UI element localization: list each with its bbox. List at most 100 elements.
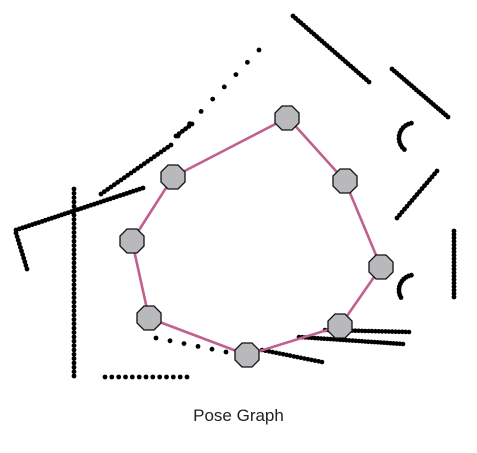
landmark-point	[16, 241, 22, 247]
landmark-point	[451, 232, 457, 237]
landmark-point	[451, 242, 457, 248]
landmark-point	[71, 208, 77, 214]
landmark-point	[298, 355, 304, 361]
landmark-point	[266, 349, 272, 354]
landmark-point	[287, 353, 293, 358]
landmark-point	[451, 252, 457, 258]
landmark-point	[373, 328, 378, 334]
landmark-point	[24, 266, 30, 272]
landmark-point	[209, 346, 215, 352]
landmark-point	[400, 329, 405, 335]
landmark-point	[451, 277, 457, 282]
landmark-point	[71, 347, 77, 353]
landmark-point	[352, 328, 358, 334]
landmark-point	[170, 374, 176, 380]
landmark-point	[356, 328, 361, 334]
landmark-point	[312, 358, 318, 363]
landmark-point	[451, 235, 457, 241]
landmark-point	[451, 256, 457, 262]
landmark-point	[233, 72, 239, 77]
landmark-point	[451, 270, 457, 276]
odometry-edge	[147, 316, 249, 357]
landmark-point	[102, 374, 108, 380]
landmark-point	[167, 338, 173, 344]
landmark-point	[21, 255, 27, 261]
landmark-point	[71, 373, 77, 379]
landmark-point	[71, 360, 77, 366]
landmark-point	[157, 374, 163, 380]
landmark-point	[198, 109, 204, 114]
landmark-point	[105, 186, 111, 192]
landmark-point	[393, 329, 398, 335]
landmark-point	[23, 263, 29, 268]
landmark-point	[125, 172, 131, 178]
landmark-point	[164, 374, 169, 380]
landmark-point	[451, 287, 457, 293]
landmark-point	[14, 234, 20, 240]
landmark-point	[302, 356, 307, 361]
landmark-point	[445, 114, 451, 120]
landmark-point	[71, 282, 77, 288]
landmark-point	[402, 147, 407, 152]
landmark-point	[210, 96, 216, 102]
landmark-point	[71, 338, 77, 344]
landmark-point	[400, 341, 406, 347]
landmark-point	[71, 325, 77, 331]
odometry-edge	[288, 118, 347, 183]
landmark-point	[270, 349, 275, 355]
pose-node-pose-5	[234, 342, 260, 368]
landmark-point	[451, 228, 457, 234]
landmark-point	[184, 374, 190, 380]
landmark-point	[71, 273, 77, 279]
landmark-point	[150, 374, 156, 380]
landmark-point	[115, 179, 121, 185]
landmark-point	[129, 374, 135, 380]
landmark-point	[316, 359, 321, 364]
landmark-point	[123, 374, 128, 380]
landmark-point	[386, 329, 392, 334]
landmark-point	[383, 329, 388, 334]
landmark-point	[71, 199, 77, 205]
figure-caption: Pose Graph	[193, 406, 284, 425]
landmark-point	[71, 269, 77, 274]
landmark-point	[153, 335, 159, 341]
landmark-point	[309, 357, 314, 363]
landmark-point	[71, 351, 77, 357]
landmark-point	[295, 354, 300, 360]
landmark-point	[305, 356, 311, 362]
landmark-point	[71, 369, 77, 375]
landmark-points	[13, 13, 457, 380]
landmark-point	[71, 225, 77, 231]
landmark-point	[71, 330, 77, 335]
landmark-point	[71, 277, 77, 283]
landmark-point	[135, 165, 141, 171]
landmark-point	[98, 191, 104, 197]
landmark-point	[366, 79, 372, 85]
pose-node-pose-8	[332, 168, 358, 194]
landmark-point	[398, 295, 404, 300]
landmark-point	[71, 312, 77, 318]
landmark-point	[451, 273, 457, 279]
landmark-point	[291, 354, 297, 359]
landmark-point	[71, 317, 77, 322]
landmark-point	[376, 329, 382, 334]
landmark-point	[71, 364, 77, 370]
landmark-point	[434, 168, 440, 174]
landmark-point	[143, 374, 149, 380]
landmark-point	[71, 343, 77, 348]
landmark-point	[189, 121, 195, 127]
landmark-point	[165, 144, 171, 150]
landmark-point	[71, 295, 77, 301]
landmark-point	[71, 356, 77, 361]
landmark-point	[71, 243, 77, 248]
landmark-point	[71, 190, 77, 196]
landmark-point	[71, 221, 77, 227]
landmark-point	[22, 259, 28, 265]
landmark-point	[451, 280, 457, 286]
landmark-point	[71, 264, 77, 270]
landmark-point	[451, 239, 457, 244]
landmark-point	[155, 151, 161, 157]
landmark-point	[451, 294, 457, 300]
pose-nodes	[119, 105, 394, 368]
landmark-point	[19, 248, 24, 254]
